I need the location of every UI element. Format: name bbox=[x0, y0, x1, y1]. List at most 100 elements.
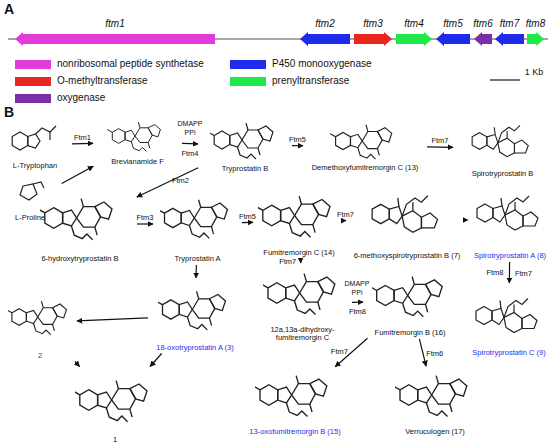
reaction-arrow bbox=[300, 259, 301, 263]
enzyme-label: Ftm2 bbox=[172, 176, 189, 185]
structure bbox=[472, 125, 528, 156]
structure bbox=[253, 376, 327, 417]
compound-name: Tryprostatin A bbox=[155, 255, 240, 263]
structure bbox=[393, 376, 467, 417]
gene-polygon bbox=[354, 32, 392, 46]
text-label: 1 Kb bbox=[525, 67, 544, 77]
enzyme-label: Ftm7 bbox=[331, 346, 348, 355]
legend-text: prenyltransferase bbox=[272, 75, 349, 86]
compound: Verruculogen (17) bbox=[385, 368, 485, 436]
gene-arrow: ftm1 bbox=[15, 32, 215, 46]
gene-arrow: ftm7 bbox=[495, 32, 524, 46]
gene-polygon bbox=[436, 32, 470, 46]
legend-text: nonribosomal peptide synthetase bbox=[57, 58, 204, 69]
legend-swatch bbox=[15, 77, 51, 86]
reaction-arrow bbox=[352, 301, 363, 302]
enzyme-label: Ftm5 bbox=[239, 211, 256, 220]
compound: 18-oxotryprostatin A (3) bbox=[150, 280, 240, 352]
text-label: A bbox=[4, 1, 14, 17]
enzyme-label: Ftm7 bbox=[515, 268, 532, 277]
enzyme-label: Ftm7 bbox=[337, 209, 354, 218]
compound-name: Verruculogen (17) bbox=[385, 428, 485, 436]
structure bbox=[208, 123, 273, 159]
reaction-arrow bbox=[77, 318, 148, 321]
compound-name: 6-methoxyspirotryprostatin B (7) bbox=[348, 252, 466, 260]
gene-shape bbox=[495, 32, 524, 46]
text-label: PPi bbox=[352, 289, 363, 296]
legend-swatch bbox=[230, 77, 266, 86]
compound: Fumitremorgin C (14) bbox=[255, 185, 343, 257]
compound-name: 18-oxotryprostatin A (3) bbox=[150, 344, 240, 352]
structure bbox=[73, 381, 147, 422]
gene-shape bbox=[15, 32, 215, 46]
gene-name: ftm3 bbox=[363, 18, 382, 29]
gene-name: ftm1 bbox=[105, 18, 124, 29]
compound: Tryprostatin B bbox=[200, 118, 290, 173]
structure bbox=[38, 199, 112, 240]
enzyme-label: Ftm3 bbox=[136, 213, 153, 222]
gene-name: ftm4 bbox=[404, 18, 423, 29]
structure bbox=[20, 182, 44, 200]
gene-shape bbox=[436, 32, 470, 46]
compound: 13-oxofumitremorgin B (15) bbox=[240, 368, 350, 436]
compound: 6-hydroxytryprostatin B bbox=[25, 185, 135, 263]
compound-name: Spirotryprostatin A (8) bbox=[470, 252, 550, 260]
compound-name: L-Tryptophan bbox=[0, 162, 70, 170]
gene-shape bbox=[354, 32, 392, 46]
legend-text: P450 monooxygenase bbox=[272, 58, 372, 69]
gene-arrow: ftm4 bbox=[396, 32, 432, 46]
reaction-arrow bbox=[419, 339, 426, 366]
compound: Spirotryprostatin C (9) bbox=[468, 285, 550, 357]
compound-name: Demethoxyfumitremorgin C (13) bbox=[305, 164, 425, 172]
text-label: PPi bbox=[185, 129, 196, 136]
legend-swatch bbox=[15, 60, 51, 69]
enzyme-label: Ftm4 bbox=[181, 148, 198, 157]
compound-name: Spirotryprostatin B bbox=[455, 170, 550, 178]
compound-name: 6-hydroxytryprostatin B bbox=[25, 255, 135, 263]
compound-name: Fumitremorgin C (14) bbox=[255, 249, 343, 257]
reaction-arrow bbox=[427, 146, 453, 148]
reaction-arrow bbox=[72, 143, 93, 145]
compound: L-Proline bbox=[0, 180, 60, 222]
structure bbox=[261, 274, 335, 315]
enzyme-label: Ftm7 bbox=[431, 136, 448, 145]
reaction-arrow bbox=[509, 262, 510, 283]
enzyme-label: Ftm5 bbox=[289, 134, 306, 143]
enzyme-label: Ftm6 bbox=[426, 348, 443, 357]
compound: 1 bbox=[60, 368, 170, 444]
compound: Demethoxyfumitremorgin C (13) bbox=[305, 120, 425, 172]
structure bbox=[107, 122, 160, 151]
legend-swatch bbox=[230, 60, 266, 69]
gene-polygon bbox=[396, 32, 432, 46]
reaction-arrow bbox=[62, 166, 93, 183]
gene-polygon bbox=[474, 32, 492, 46]
gene-polygon bbox=[300, 32, 350, 46]
enzyme-label: Ftm8 bbox=[349, 307, 366, 316]
compound-name: 13-oxofumitremorgin B (15) bbox=[240, 428, 350, 436]
compound: Fumitremorgin B (16) bbox=[365, 265, 455, 337]
scale-bar bbox=[490, 79, 520, 81]
reaction-arrow bbox=[150, 353, 162, 366]
gene-shape bbox=[396, 32, 432, 46]
gene-polygon bbox=[495, 32, 524, 46]
compound-name: Brevianamide F bbox=[95, 158, 180, 166]
gene-shape bbox=[474, 32, 492, 46]
gene-name: ftm6 bbox=[473, 18, 492, 29]
structure bbox=[256, 196, 330, 237]
structure bbox=[12, 126, 56, 150]
gene-shape bbox=[300, 32, 350, 46]
structure bbox=[330, 125, 392, 159]
compound: L-Tryptophan bbox=[0, 120, 70, 170]
gene-arrow: ftm8 bbox=[527, 32, 544, 46]
compound-name: 2 bbox=[5, 352, 75, 360]
reaction-arrow bbox=[345, 220, 346, 221]
compound: 2 bbox=[5, 285, 75, 360]
enzyme-label: Ftm7 bbox=[279, 257, 296, 266]
text-label: Ftm8 bbox=[486, 268, 503, 277]
text-label: DMAPP bbox=[345, 280, 370, 287]
compound-name: Spirotryprostatin C (9) bbox=[468, 349, 550, 357]
structure bbox=[477, 196, 538, 230]
gene-name: ftm2 bbox=[315, 18, 334, 29]
compound-name: 12a,13a-dihydroxy- fumitremorgin C bbox=[255, 326, 350, 343]
compound: Brevianamide F bbox=[95, 118, 180, 166]
